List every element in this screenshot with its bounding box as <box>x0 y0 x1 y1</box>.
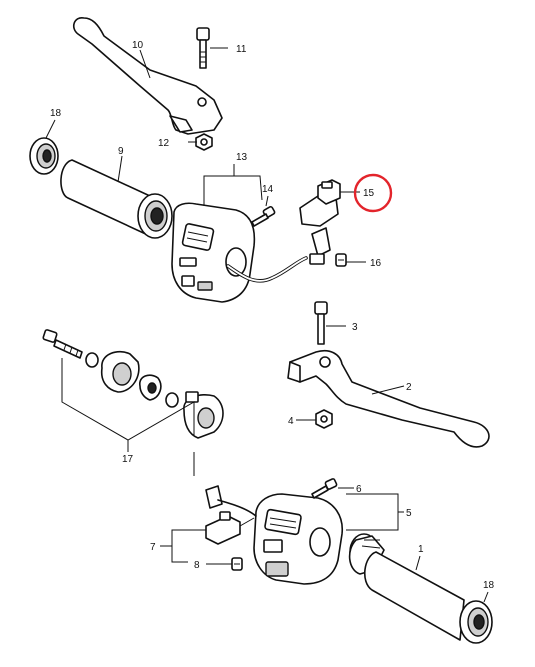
callout-10: 10 <box>132 40 144 51</box>
callout-15: 15 <box>363 188 375 199</box>
part-1-grip <box>348 533 465 641</box>
callout-12: 12 <box>158 138 170 149</box>
callout-13: 13 <box>236 152 248 163</box>
highlight-circle <box>353 173 393 213</box>
callout-6: 6 <box>356 484 362 495</box>
part-11-bolt <box>196 27 210 69</box>
callout-1: 1 <box>418 544 424 555</box>
part-16-screw <box>335 253 347 267</box>
part-18-bar-end-bottom <box>459 600 493 644</box>
part-13-switch-housing <box>171 202 256 303</box>
part-3-bolt <box>314 301 328 345</box>
callout-2: 2 <box>406 382 412 393</box>
part-18-bar-end-top <box>29 137 59 175</box>
callout-5: 5 <box>406 508 412 519</box>
switch-cable <box>226 256 308 283</box>
callout-4: 4 <box>288 416 294 427</box>
part-12-nut <box>195 133 213 151</box>
part-9-grip <box>60 159 173 239</box>
callout-9: 9 <box>118 146 124 157</box>
callout-labels: 10 11 12 18 9 13 14 15 16 3 2 4 17 6 5 7… <box>50 40 495 591</box>
part-10-lever <box>72 17 223 135</box>
part-8-screw <box>231 557 243 571</box>
part-4-nut <box>315 409 333 429</box>
callout-16: 16 <box>370 258 382 269</box>
callout-7: 7 <box>150 542 156 553</box>
part-5-switch-housing <box>205 485 343 585</box>
callout-3: 3 <box>352 322 358 333</box>
part-15-clutch-switch <box>299 179 341 265</box>
callout-14: 14 <box>262 184 274 195</box>
callout-18-bottom: 18 <box>483 580 495 591</box>
part-2-lever <box>287 349 490 448</box>
callout-17: 17 <box>122 454 134 465</box>
callout-8: 8 <box>194 560 200 571</box>
part-6-screw <box>311 478 338 499</box>
leader-lines <box>45 47 489 603</box>
part-14-screw <box>251 205 276 227</box>
part-17-throttle-assembly <box>42 329 224 439</box>
callout-18-top: 18 <box>50 108 62 119</box>
callout-11: 11 <box>236 44 247 55</box>
part-7-brake-switch <box>205 511 255 545</box>
